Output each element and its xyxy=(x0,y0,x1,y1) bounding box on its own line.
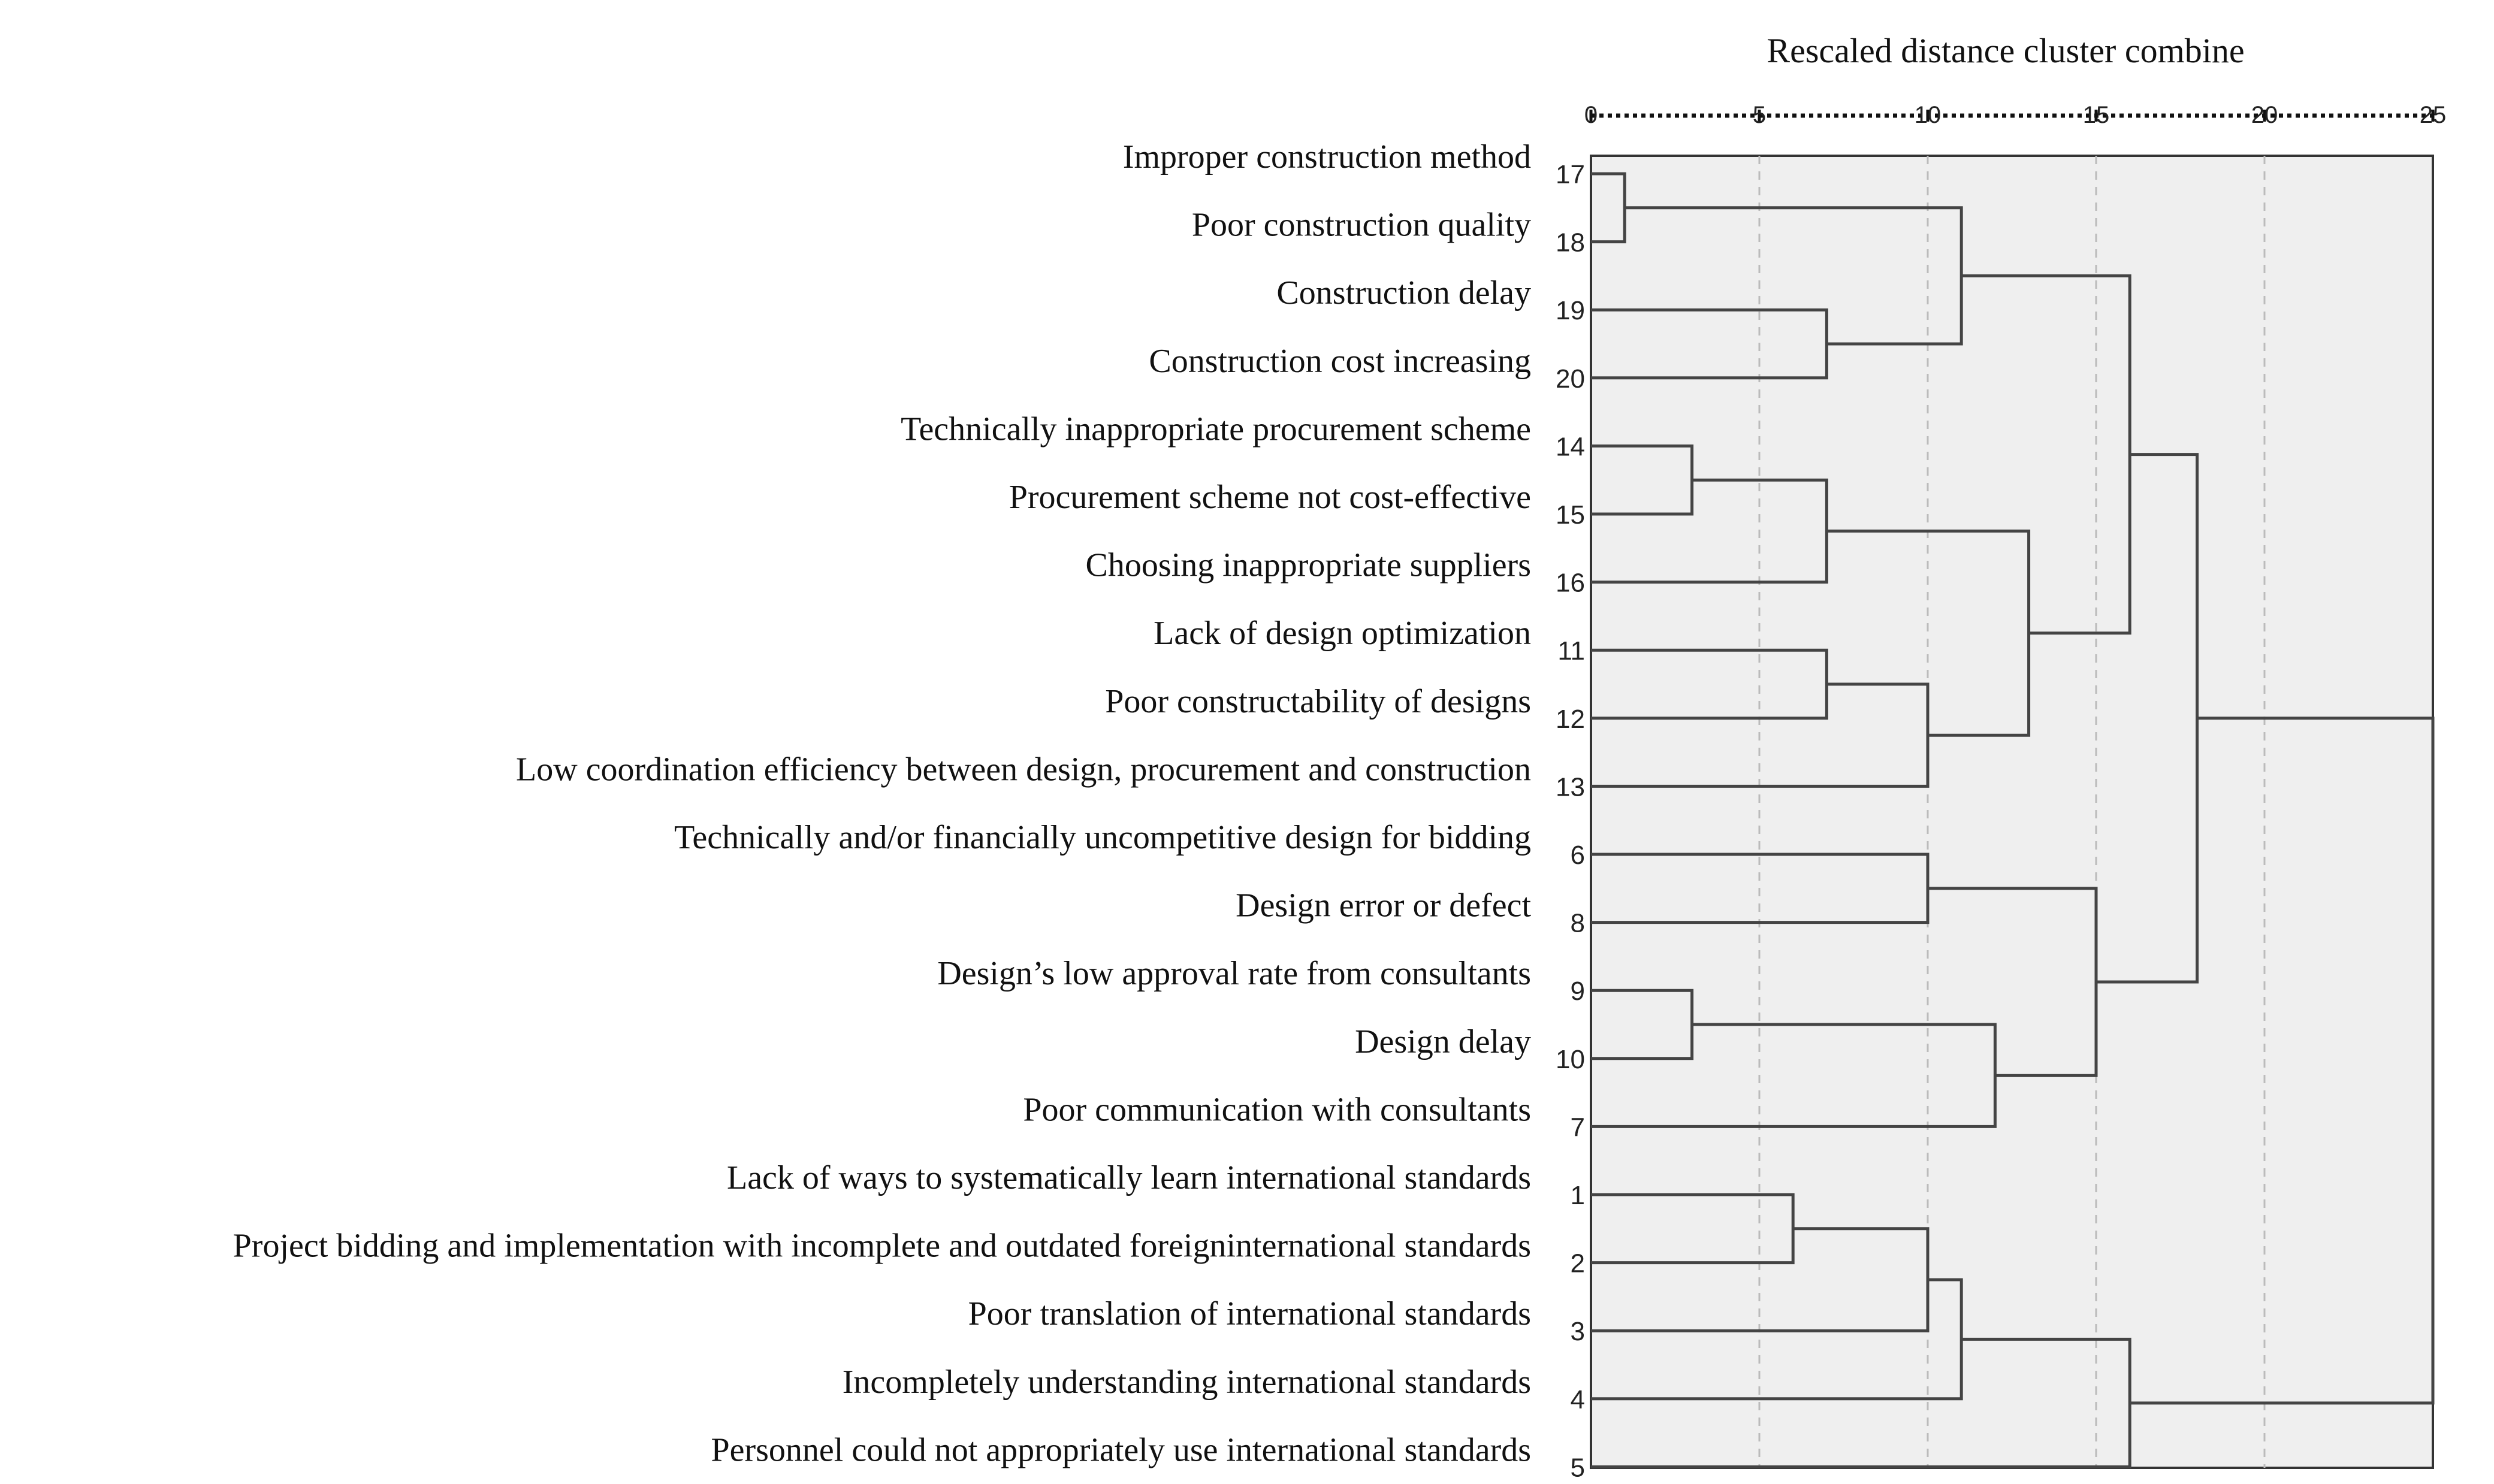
leaf-label: Design error or defect xyxy=(1236,887,1531,924)
dendrogram-link xyxy=(2130,717,2435,1405)
x-tick-label-0: 0 xyxy=(1584,102,1598,128)
chart-title: Rescaled distance cluster combine xyxy=(1767,31,2244,70)
x-tick-label-3: 15 xyxy=(2083,102,2110,128)
leaf-id: 9 xyxy=(1571,977,1585,1006)
leaf-id: 1 xyxy=(1571,1181,1585,1210)
leaf-label: Lack of design optimization xyxy=(1154,615,1531,652)
leaf-id: 13 xyxy=(1556,772,1585,802)
leaf-id: 10 xyxy=(1556,1045,1585,1074)
leaf-label: Construction cost increasing xyxy=(1149,343,1531,380)
leaf-label: Technically inappropriate procurement sc… xyxy=(901,410,1531,448)
leaf-id: 3 xyxy=(1571,1317,1585,1346)
leaf-label: Procurement scheme not cost-effective xyxy=(1009,479,1531,516)
leaf-label: Personnel could not appropriately use in… xyxy=(711,1431,1531,1468)
leaf-id: 4 xyxy=(1571,1385,1585,1415)
leaf-id: 20 xyxy=(1556,364,1585,394)
x-tick-label-5: 25 xyxy=(2420,102,2447,128)
leaf-id: 12 xyxy=(1556,705,1585,734)
leaf-id: 14 xyxy=(1556,432,1585,461)
leaf-label: Lack of ways to systematically learn int… xyxy=(727,1159,1531,1196)
leaf-id: 19 xyxy=(1556,296,1585,325)
leaf-label: Design’s low approval rate from consulta… xyxy=(937,955,1531,992)
leaf-label: Construction delay xyxy=(1276,274,1531,312)
leaf-id: 6 xyxy=(1571,841,1585,870)
leaf-id: 18 xyxy=(1556,228,1585,258)
leaf-label: Improper construction method xyxy=(1123,138,1531,176)
plot-background xyxy=(1590,155,2434,1469)
leaf-id: 11 xyxy=(1557,636,1585,666)
leaf-label: Incompletely understanding international… xyxy=(843,1364,1531,1401)
x-tick-label-2: 10 xyxy=(1915,102,1942,128)
leaf-label: Low coordination efficiency between desi… xyxy=(516,751,1531,788)
leaf-label: Choosing inappropriate suppliers xyxy=(1086,547,1531,584)
leaf-label: Poor translation of international standa… xyxy=(968,1295,1531,1332)
leaf-id: 8 xyxy=(1571,909,1585,938)
leaf-id: 16 xyxy=(1556,569,1585,598)
x-tick-label-1: 5 xyxy=(1753,102,1766,128)
leaf-id: 7 xyxy=(1571,1113,1585,1142)
leaf-label: Technically and/or financially uncompeti… xyxy=(674,819,1531,856)
leaf-label: Poor construction quality xyxy=(1192,207,1531,244)
leaf-id: 15 xyxy=(1556,500,1585,530)
leaf-id: 17 xyxy=(1556,160,1585,189)
leaf-label: Poor constructability of designs xyxy=(1105,683,1531,720)
leaf-id: 5 xyxy=(1571,1453,1585,1482)
leaf-label: Poor communication with consultants xyxy=(1023,1091,1531,1128)
leaf-label: Design delay xyxy=(1355,1023,1531,1060)
leaf-id: 2 xyxy=(1571,1249,1585,1279)
x-tick-label-4: 20 xyxy=(2251,102,2278,128)
leaf-label: Project bidding and implementation with … xyxy=(233,1228,1531,1265)
